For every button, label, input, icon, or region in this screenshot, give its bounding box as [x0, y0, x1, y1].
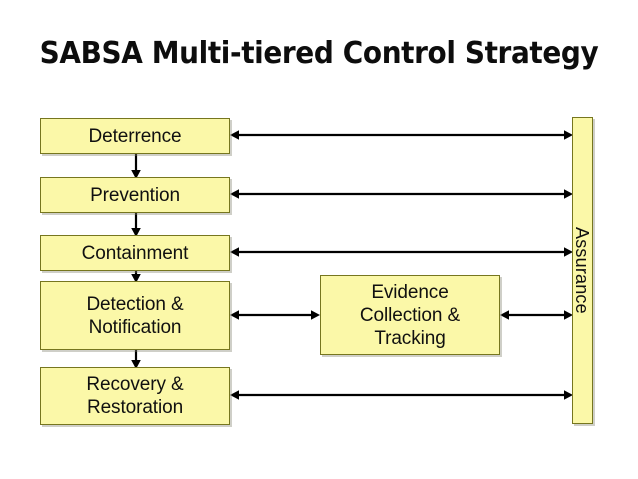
node-deterrence[interactable]: Deterrence: [40, 118, 230, 154]
node-detection-notification-label: Detection & Notification: [86, 293, 184, 338]
page-title: SABSA Multi-tiered Control Strategy: [39, 36, 599, 71]
node-assurance-label: Assurance: [572, 227, 592, 314]
node-detection-notification[interactable]: Detection & Notification: [40, 281, 230, 350]
connector-detection-to-recovery: [125, 349, 147, 370]
connector-deterrence-to-prevention: [125, 152, 147, 180]
connector-evidence-to-assurance: [500, 308, 573, 322]
node-recovery-restoration[interactable]: Recovery & Restoration: [40, 367, 230, 425]
node-containment-label: Containment: [81, 242, 189, 264]
connector-recovery-to-assurance: [230, 388, 573, 402]
connector-detection-to-evidence: [230, 308, 320, 322]
node-recovery-restoration-label: Recovery & Restoration: [86, 374, 184, 418]
node-evidence-collection-tracking[interactable]: Evidence Collection & Tracking: [320, 275, 500, 355]
node-prevention[interactable]: Prevention: [40, 177, 230, 213]
connector-containment-to-assurance: [230, 245, 573, 259]
node-deterrence-label: Deterrence: [88, 125, 182, 147]
connector-prevention-to-assurance: [230, 187, 573, 201]
node-prevention-label: Prevention: [90, 184, 180, 206]
node-containment[interactable]: Containment: [40, 235, 230, 271]
node-evidence-collection-tracking-label: Evidence Collection & Tracking: [359, 281, 461, 349]
connector-deterrence-to-assurance: [230, 128, 573, 142]
node-assurance[interactable]: Assurance: [572, 117, 593, 424]
connector-prevention-to-containment: [125, 211, 147, 238]
